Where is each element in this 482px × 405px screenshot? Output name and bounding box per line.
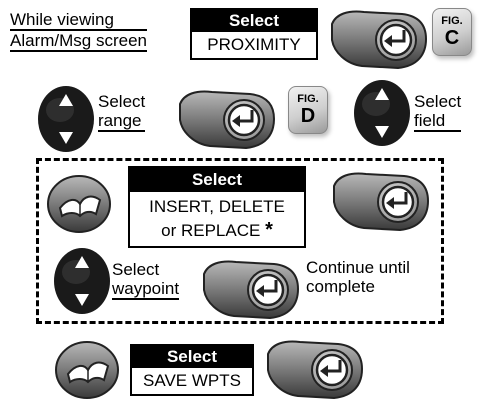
field-line2: field xyxy=(414,111,462,132)
repeat-section-border xyxy=(36,158,444,324)
start-line1: While viewing xyxy=(10,10,147,31)
range-line1: Select xyxy=(98,92,146,111)
enter-key-icon[interactable] xyxy=(328,6,428,72)
start-instruction: While viewing Alarm/Msg screen xyxy=(10,10,147,52)
insert-delete-option: INSERT, DELETE xyxy=(149,197,285,216)
replace-option: or REPLACE * xyxy=(130,219,304,242)
fig-d-badge: FIG. D xyxy=(288,86,328,134)
select-header: Select xyxy=(132,346,252,368)
waypoint-line1: Select xyxy=(112,260,160,279)
arrow-keys-icon[interactable] xyxy=(352,78,412,148)
enter-key-icon[interactable] xyxy=(176,86,276,152)
continue-label: Continue until complete xyxy=(306,258,410,296)
select-field-label: Select field xyxy=(414,92,462,132)
fig-letter: D xyxy=(300,105,316,127)
select-range-label: Select range xyxy=(98,92,146,132)
waypoint-line2: waypoint xyxy=(112,279,180,300)
save-wpts-option: SAVE WPTS xyxy=(143,371,241,390)
enter-key-icon[interactable] xyxy=(264,336,364,402)
replace-text: or REPLACE xyxy=(161,221,261,240)
continue-line1: Continue until xyxy=(306,258,410,277)
field-line1: Select xyxy=(414,92,462,111)
enter-key-icon[interactable] xyxy=(330,168,430,234)
select-waypoint-label: Select waypoint xyxy=(112,260,180,300)
continue-line2: complete xyxy=(306,277,375,296)
fig-label: FIG. xyxy=(441,15,463,27)
select-save-box: Select SAVE WPTS xyxy=(130,344,254,396)
fig-label: FIG. xyxy=(297,93,319,105)
select-insert-box: Select INSERT, DELETE or REPLACE * xyxy=(128,166,306,248)
fig-letter: C xyxy=(444,27,460,49)
select-proximity-box: Select PROXIMITY xyxy=(190,8,318,60)
book-icon[interactable] xyxy=(54,340,120,400)
arrow-keys-icon[interactable] xyxy=(52,246,112,316)
start-line2: Alarm/Msg screen xyxy=(10,31,147,52)
proximity-option: PROXIMITY xyxy=(207,35,301,54)
fig-c-badge: FIG. C xyxy=(432,8,472,56)
arrow-keys-icon[interactable] xyxy=(36,84,96,154)
enter-key-icon[interactable] xyxy=(200,256,300,322)
select-header: Select xyxy=(192,10,316,32)
range-line2: range xyxy=(98,111,146,132)
book-icon[interactable] xyxy=(46,174,112,234)
select-header: Select xyxy=(130,168,304,192)
asterisk-note: * xyxy=(265,219,273,241)
